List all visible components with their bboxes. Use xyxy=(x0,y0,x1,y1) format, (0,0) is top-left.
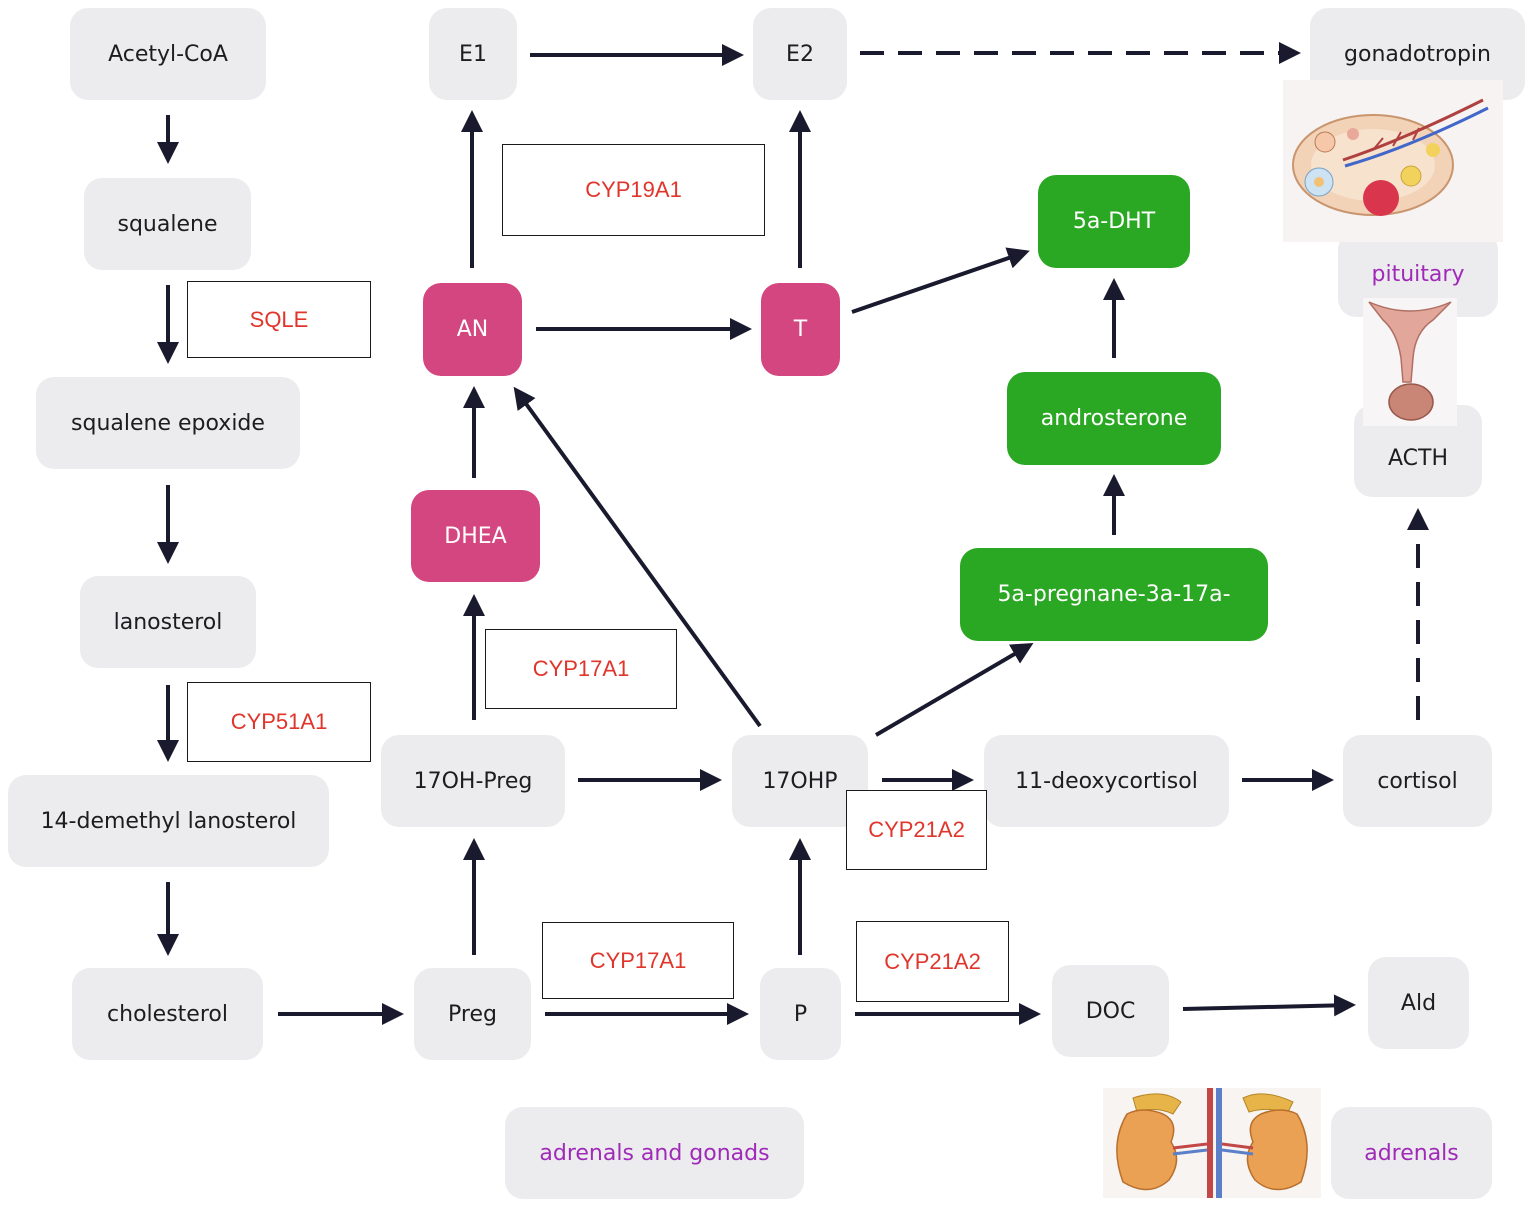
label-adrenals-and-gonads: adrenals and gonads xyxy=(505,1107,804,1199)
enzyme-cyp19a1: CYP19A1 xyxy=(502,144,765,236)
enzyme-cyp21a2-lower: CYP21A2 xyxy=(856,921,1009,1002)
node-5a-dht: 5a-DHT xyxy=(1038,175,1190,268)
node-ald: Ald xyxy=(1368,957,1469,1049)
node-androsterone: androsterone xyxy=(1007,372,1221,465)
node-t: T xyxy=(761,283,840,376)
node-squalene: squalene xyxy=(84,178,251,270)
node-11-deoxycortisol: 11-deoxycortisol xyxy=(984,735,1229,827)
enzyme-cyp21a2-upper: CYP21A2 xyxy=(846,790,987,870)
node-14-demethyl-lanosterol: 14-demethyl lanosterol xyxy=(8,775,329,867)
arrow-17ohp-pregnane xyxy=(874,642,1034,737)
label-adrenals: adrenals xyxy=(1331,1107,1492,1199)
node-p: P xyxy=(760,968,841,1060)
arrow-17ohp-an xyxy=(513,386,762,728)
node-acetyl-coa: Acetyl-CoA xyxy=(70,8,266,100)
kidney-adrenal-illustration xyxy=(1103,1088,1321,1198)
node-lanosterol: lanosterol xyxy=(80,576,256,668)
node-cortisol: cortisol xyxy=(1343,735,1492,827)
node-17oh-preg: 17OH-Preg xyxy=(381,735,565,827)
node-dhea: DHEA xyxy=(411,490,540,582)
enzyme-sqle: SQLE xyxy=(187,281,371,358)
pituitary-illustration xyxy=(1363,298,1457,426)
arrow-t-dht xyxy=(851,247,1030,314)
enzyme-cyp17a1-lower: CYP17A1 xyxy=(542,922,734,999)
enzyme-cyp51a1: CYP51A1 xyxy=(187,682,371,762)
node-e1: E1 xyxy=(429,8,517,100)
arrow-doc-ald xyxy=(1182,994,1356,1017)
ovary-illustration xyxy=(1283,80,1503,242)
node-preg: Preg xyxy=(414,968,531,1060)
node-5a-pregnane: 5a-pregnane-3a-17a- xyxy=(960,548,1268,641)
node-cholesterol: cholesterol xyxy=(72,968,263,1060)
node-an: AN xyxy=(423,283,522,376)
node-doc: DOC xyxy=(1052,965,1169,1057)
node-squalene-epoxide: squalene epoxide xyxy=(36,377,300,469)
node-e2: E2 xyxy=(753,8,847,100)
node-17ohp: 17OHP xyxy=(732,735,868,827)
enzyme-cyp17a1-upper: CYP17A1 xyxy=(485,629,677,709)
